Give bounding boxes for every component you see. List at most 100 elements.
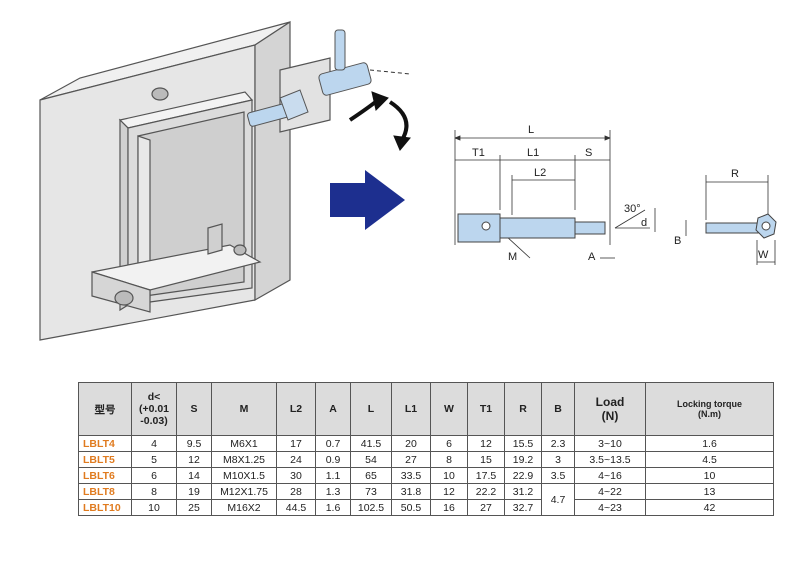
cell-load: 4~22 — [574, 483, 646, 500]
dim-label-R: R — [731, 168, 739, 180]
col-header-T1: T1 — [467, 382, 505, 436]
cell-S: 19 — [176, 483, 212, 500]
dim-label-W: W — [758, 249, 769, 261]
dim-label-B: B — [674, 235, 681, 247]
cell-torque: 13 — [645, 483, 774, 500]
cell-torque: 4.5 — [645, 451, 774, 468]
product-illustration: L T1 L1 S L2 30° d M A R B W — [39, 20, 777, 341]
cell-R: 15.5 — [504, 435, 542, 452]
block-assembly-drawing — [39, 20, 331, 341]
cell-d: 10 — [131, 499, 177, 516]
cell-T1: 15 — [467, 451, 505, 468]
cell-L2: 24 — [276, 451, 316, 468]
cell-R: 19.2 — [504, 451, 542, 468]
plunger-bolt-drawing — [247, 29, 411, 127]
cell-torque: 10 — [645, 467, 774, 484]
col-header-W: W — [430, 382, 468, 436]
table-row: LBLT8 8 19 M12X1.75 28 1.3 73 31.8 12 22… — [78, 483, 774, 516]
cell-W: 10 — [430, 467, 468, 484]
dim-label-M: M — [508, 251, 517, 263]
cell-model: LBLT6 — [78, 467, 132, 484]
col-header-load-line2: (N) — [601, 409, 619, 423]
col-header-d-line2: (+0.01 — [138, 403, 170, 415]
col-header-torque: Locking torque (N.m) — [645, 382, 774, 436]
cell-W: 6 — [430, 435, 468, 452]
cell-T1: 22.2 — [467, 483, 505, 500]
cell-S: 9.5 — [176, 435, 212, 452]
cell-W: 16 — [430, 499, 468, 516]
cell-load: 4~16 — [574, 467, 646, 484]
cell-L2: 17 — [276, 435, 316, 452]
table-row: LBLT4 4 9.5 M6X1 17 0.7 41.5 20 6 12 15.… — [78, 435, 774, 452]
col-header-load-line1: Load — [595, 395, 625, 409]
plunger-side-view — [457, 213, 606, 243]
col-header-d: d< (+0.01 -0.03) — [131, 382, 177, 436]
cell-B: 2.3 — [541, 435, 575, 452]
table-header-row: 型号 d< (+0.01 -0.03) S M L2 A L L1 W T1 R… — [78, 382, 774, 436]
cell-torque: 1.6 — [645, 435, 774, 452]
cell-M: M16X2 — [211, 499, 277, 516]
table-row: LBLT10 10 25 M16X2 44.5 1.6 102.5 50.5 1… — [78, 499, 774, 516]
cell-L2: 28 — [276, 483, 316, 500]
cell-d: 8 — [131, 483, 177, 500]
col-header-L1: L1 — [391, 382, 431, 436]
col-header-S: S — [176, 382, 212, 436]
transition-arrow-icon — [330, 170, 405, 230]
table-row: LBLT5 5 12 M8X1.25 24 0.9 54 27 8 15 19.… — [78, 451, 774, 468]
col-header-d-line1: d< — [147, 391, 161, 403]
dim-label-angle: 30° — [624, 203, 641, 215]
cell-model: LBLT5 — [78, 451, 132, 468]
col-header-model: 型号 — [78, 382, 132, 436]
cell-L: 41.5 — [350, 435, 392, 452]
col-header-torque-line1: Locking torque — [677, 399, 742, 409]
end-view-dimension-drawing — [685, 175, 776, 265]
cell-W: 12 — [430, 483, 468, 500]
cell-A: 1.6 — [315, 499, 351, 516]
cell-load: 3~10 — [574, 435, 646, 452]
table-row: LBLT6 6 14 M10X1.5 30 1.1 65 33.5 10 17.… — [78, 467, 774, 484]
cell-d: 6 — [131, 467, 177, 484]
cell-model: LBLT8 — [78, 483, 132, 500]
cell-L2: 44.5 — [276, 499, 316, 516]
col-header-A: A — [315, 382, 351, 436]
cell-L: 65 — [350, 467, 392, 484]
plunger-end-view — [705, 213, 777, 239]
cell-B: 3.5 — [541, 467, 575, 484]
cell-A: 1.1 — [315, 467, 351, 484]
col-header-B: B — [541, 382, 575, 436]
cell-d: 5 — [131, 451, 177, 468]
dim-label-S: S — [585, 147, 592, 159]
cell-M: M6X1 — [211, 435, 277, 452]
cell-R: 32.7 — [504, 499, 542, 516]
dim-label-L1: L1 — [527, 147, 539, 159]
cell-L: 73 — [350, 483, 392, 500]
cell-L1: 50.5 — [391, 499, 431, 516]
cell-R: 22.9 — [504, 467, 542, 484]
cell-L1: 33.5 — [391, 467, 431, 484]
cell-T1: 12 — [467, 435, 505, 452]
dim-label-d: d — [641, 217, 647, 229]
cell-T1: 27 — [467, 499, 505, 516]
col-header-R: R — [504, 382, 542, 436]
col-header-load: Load (N) — [574, 382, 646, 436]
cell-M: M12X1.75 — [211, 483, 277, 500]
specification-table: 型号 d< (+0.01 -0.03) S M L2 A L L1 W T1 R… — [78, 382, 774, 516]
col-header-L: L — [350, 382, 392, 436]
cell-load: 4~23 — [574, 499, 646, 516]
cell-S: 25 — [176, 499, 212, 516]
cell-T1: 17.5 — [467, 467, 505, 484]
cell-L2: 30 — [276, 467, 316, 484]
dim-label-L2: L2 — [534, 167, 546, 179]
cell-M: M10X1.5 — [211, 467, 277, 484]
cell-M: M8X1.25 — [211, 451, 277, 468]
cell-B-merged: 4.7 — [541, 483, 575, 516]
cell-L: 102.5 — [350, 499, 392, 516]
col-header-L2: L2 — [276, 382, 316, 436]
cell-load: 3.5~13.5 — [574, 451, 646, 468]
cell-L1: 20 — [391, 435, 431, 452]
cell-model: LBLT10 — [78, 499, 132, 516]
cell-torque: 42 — [645, 499, 774, 516]
dim-label-L: L — [528, 124, 534, 136]
cell-S: 14 — [176, 467, 212, 484]
cell-R: 31.2 — [504, 483, 542, 500]
